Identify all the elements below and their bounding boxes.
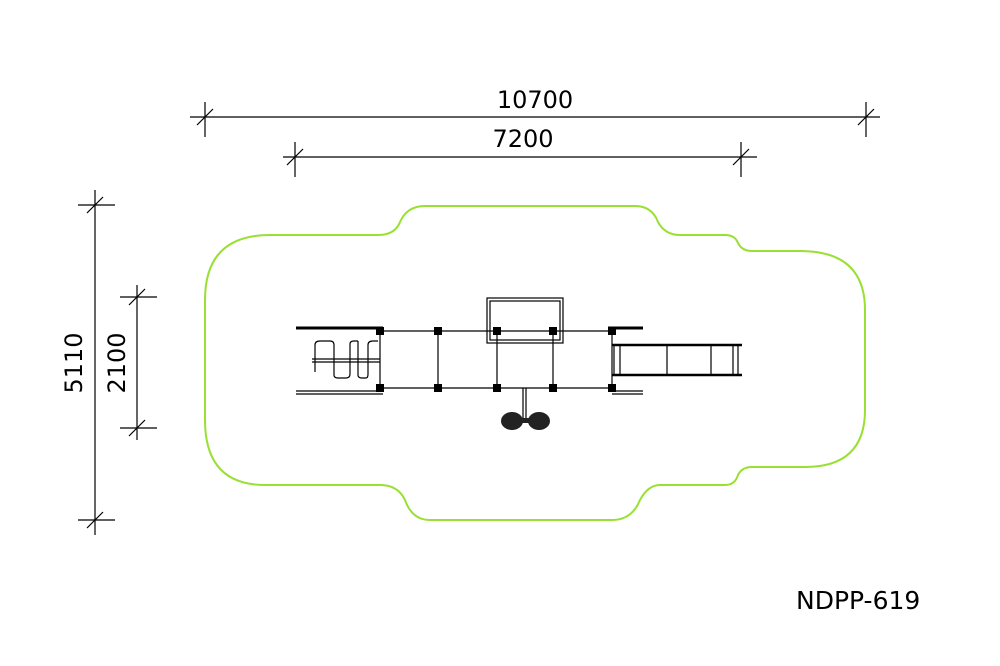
overall-length-label: 10700	[497, 86, 573, 114]
dimension-overall-width	[78, 190, 115, 535]
play-structure	[296, 297, 742, 420]
model-code: NDPP-619	[796, 586, 921, 615]
posts	[376, 327, 616, 392]
climbing-ladder	[314, 340, 378, 379]
safety-zone-outline	[204, 205, 866, 521]
dimension-overall-length	[190, 102, 880, 137]
equipment-width-label: 2100	[103, 332, 131, 393]
overall-width-label: 5110	[60, 332, 88, 393]
equipment-length-label: 7200	[492, 125, 553, 153]
spinner-seat	[501, 412, 550, 430]
roof-panel	[486, 297, 564, 344]
slide	[612, 343, 742, 377]
dimension-equipment-width	[120, 285, 157, 440]
dimension-equipment-length	[283, 142, 757, 177]
